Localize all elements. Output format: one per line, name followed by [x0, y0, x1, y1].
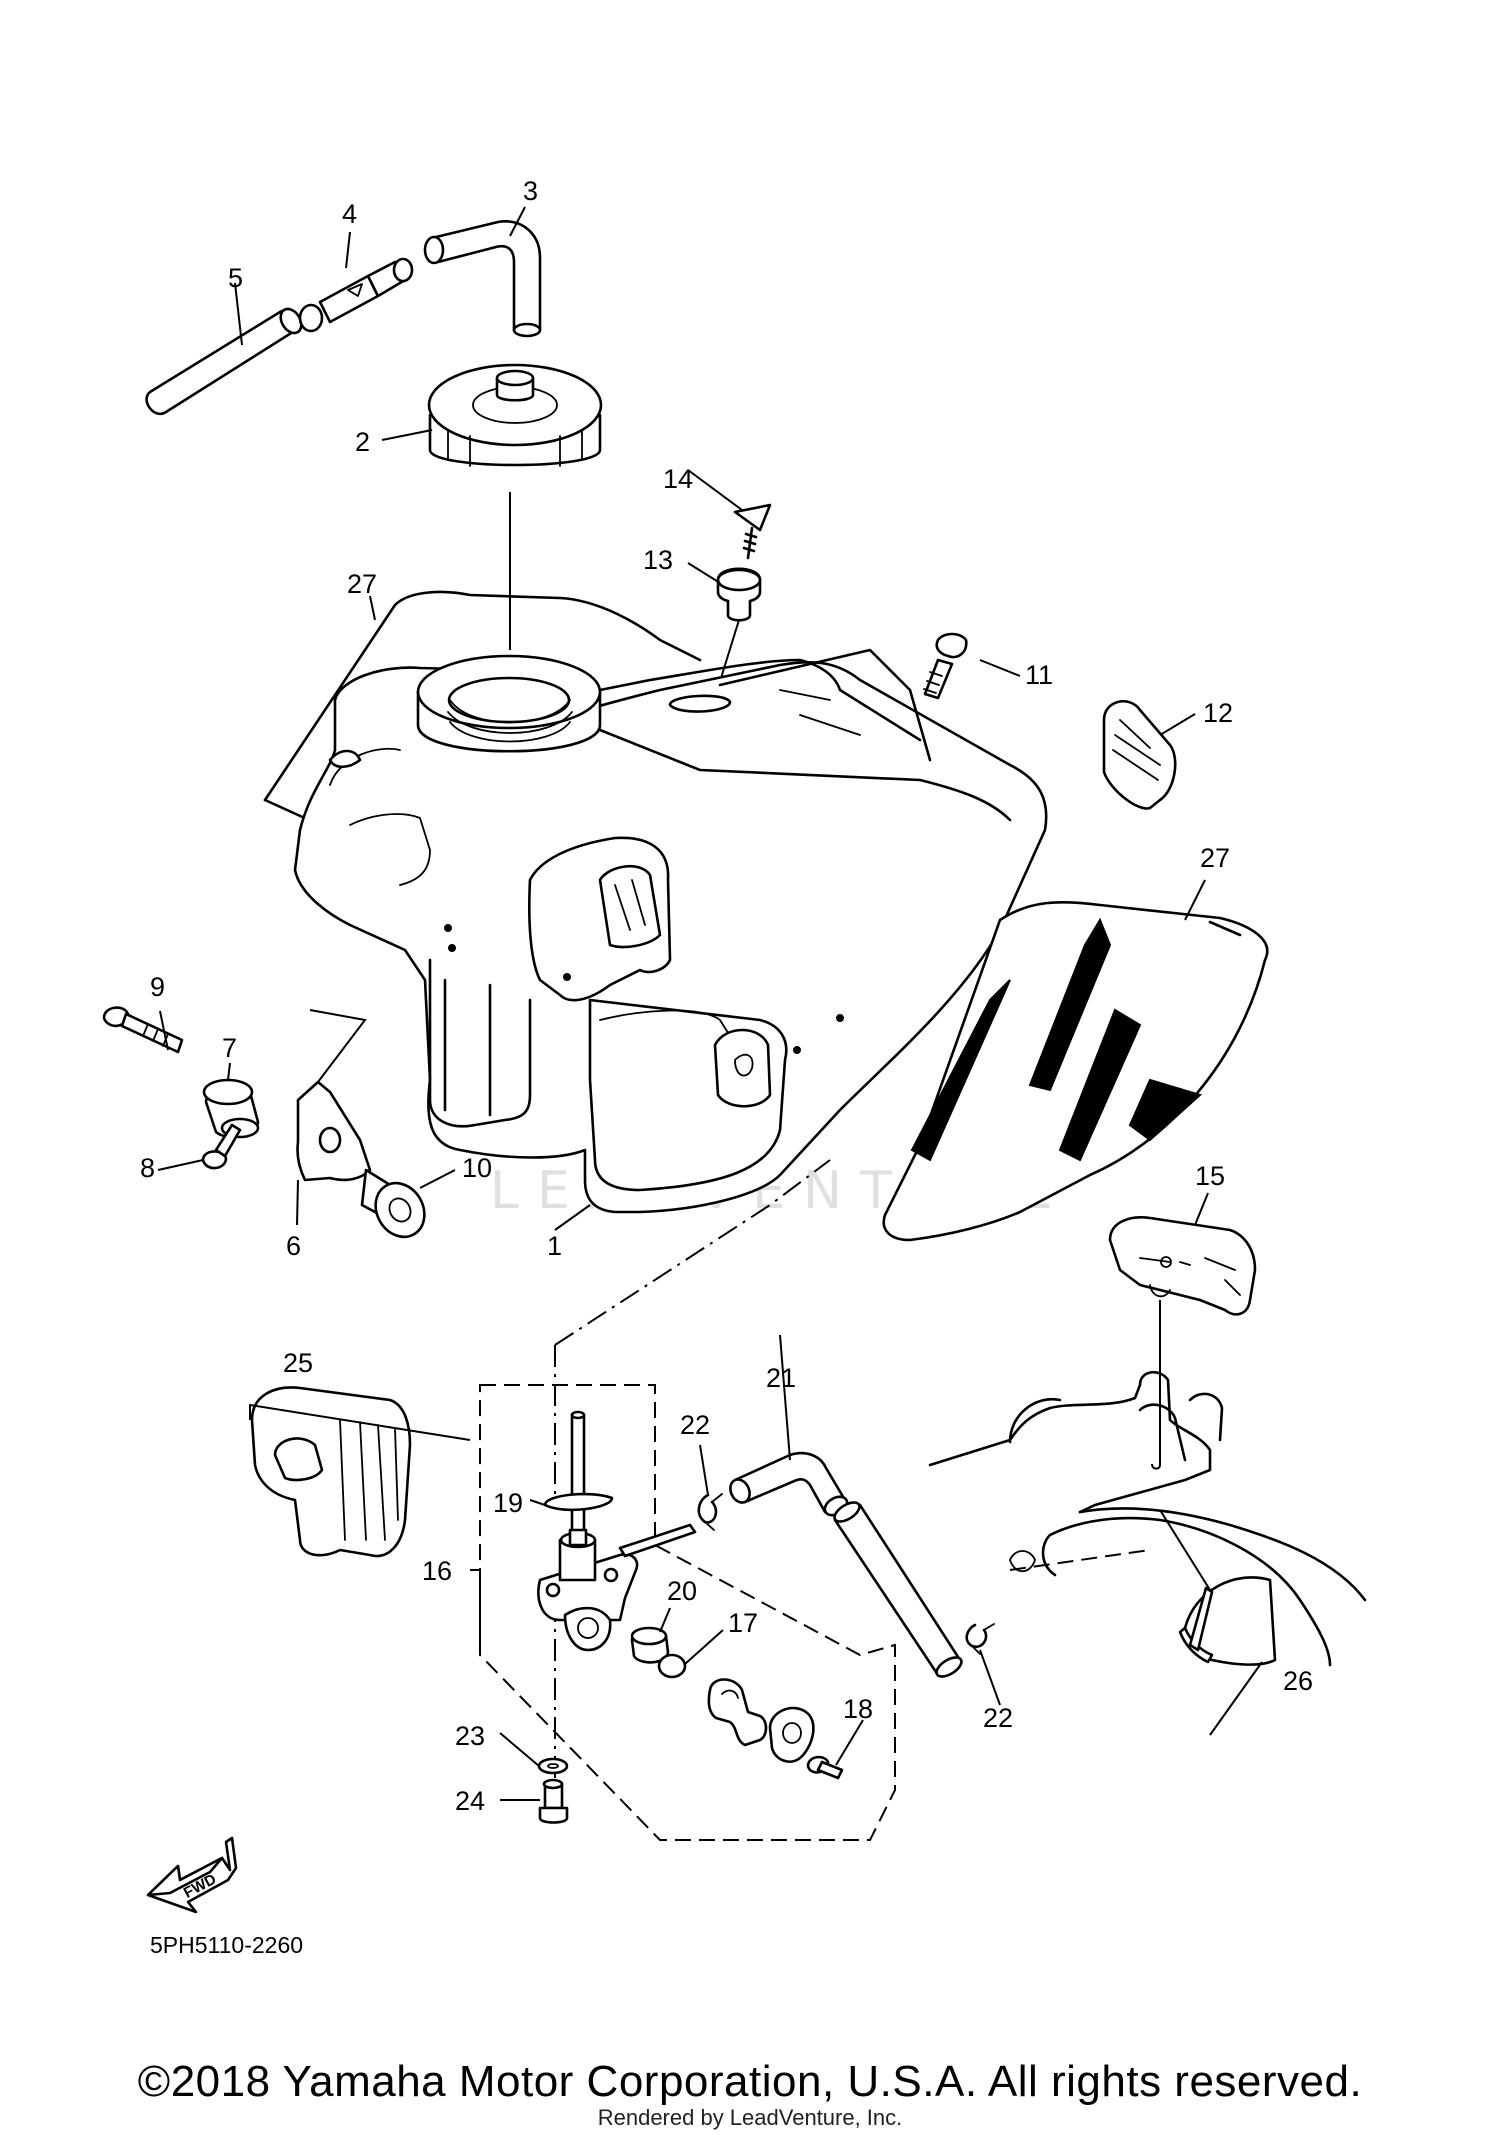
fuel-cock-body	[537, 1523, 697, 1652]
callout-6: 6	[286, 1231, 301, 1261]
callout-14: 14	[663, 464, 693, 494]
fuel-cock-lever	[707, 1678, 768, 1747]
part-15-guard	[1108, 1216, 1257, 1316]
callout-leaders	[157, 206, 1263, 1801]
callout-15: 15	[1195, 1161, 1225, 1191]
part-24-drain-bolt	[538, 1778, 569, 1824]
callout-20: 20	[667, 1576, 697, 1606]
callout-17: 17	[728, 1608, 758, 1638]
part-4-valve	[298, 257, 414, 333]
callout-2: 2	[355, 427, 370, 457]
callout-19: 19	[493, 1488, 523, 1518]
part-5-hose	[145, 307, 303, 416]
part-22-hose-clip-lower	[965, 1623, 995, 1655]
part-20-seal	[630, 1626, 670, 1664]
part-1-fuel-tank	[293, 648, 1048, 1214]
part-18-screw	[806, 1755, 844, 1780]
part-14-screw	[733, 503, 772, 560]
callout-16: 16	[422, 1556, 452, 1586]
callout-21: 21	[766, 1363, 796, 1393]
part-23-washer	[537, 1757, 569, 1775]
fuel-cock-alignment-line	[554, 1159, 831, 1500]
part-3-breather-hose	[423, 220, 542, 338]
part-13-grommet	[716, 567, 762, 622]
callout-27-right: 27	[1200, 843, 1230, 873]
part-21-fuel-hose	[729, 1451, 963, 1678]
callout-1: 1	[547, 1231, 562, 1261]
part-26-clamp	[1159, 1509, 1277, 1666]
part-12-clip	[1102, 700, 1177, 810]
rendered-by-notice: Rendered by LeadVenture, Inc.	[597, 2105, 903, 2130]
callout-22-upper: 22	[680, 1410, 710, 1440]
part-6-bracket	[296, 1009, 372, 1182]
callout-23: 23	[455, 1721, 485, 1751]
part-22-hose-clip-upper	[697, 1493, 723, 1531]
callout-25: 25	[283, 1348, 313, 1378]
callout-labels: 5 4 3 2 14 13 11 12 27 27 9 7 8 10 6 1 1…	[140, 176, 1313, 1816]
fuel-cock-plate	[768, 1706, 815, 1763]
callout-27-left: 27	[347, 569, 377, 599]
part-10-collar	[360, 1168, 426, 1239]
callout-18: 18	[843, 1694, 873, 1724]
part-2-fuel-cap	[427, 363, 603, 467]
part-27-right-shroud	[882, 900, 1269, 1242]
callout-13: 13	[643, 545, 673, 575]
callout-5: 5	[228, 263, 243, 293]
callout-8: 8	[140, 1153, 155, 1183]
callout-3: 3	[523, 176, 538, 206]
callout-4: 4	[342, 199, 357, 229]
callout-9: 9	[150, 972, 165, 1002]
part-9-bolt	[102, 1006, 184, 1054]
part-code: 5PH5110-2260	[150, 1932, 304, 1958]
callout-26: 26	[1283, 1666, 1313, 1696]
callout-24: 24	[455, 1786, 485, 1816]
callout-11: 11	[1025, 660, 1053, 690]
callout-10: 10	[462, 1153, 492, 1183]
frame-section	[928, 1300, 1367, 1667]
copyright-notice: ©2018 Yamaha Motor Corporation, U.S.A. A…	[137, 2057, 1363, 2106]
callout-7: 7	[222, 1033, 237, 1063]
part-17-o-ring	[657, 1653, 687, 1679]
callout-22-lower: 22	[983, 1703, 1013, 1733]
part-11-bolt	[923, 632, 968, 700]
part-8-bolt	[201, 1123, 242, 1170]
callout-12: 12	[1203, 698, 1233, 728]
part-16-assembly-boundary	[479, 1384, 896, 1841]
fwd-arrow-icon: FWD	[146, 1836, 238, 1914]
part-25-heat-guard	[250, 1386, 412, 1558]
